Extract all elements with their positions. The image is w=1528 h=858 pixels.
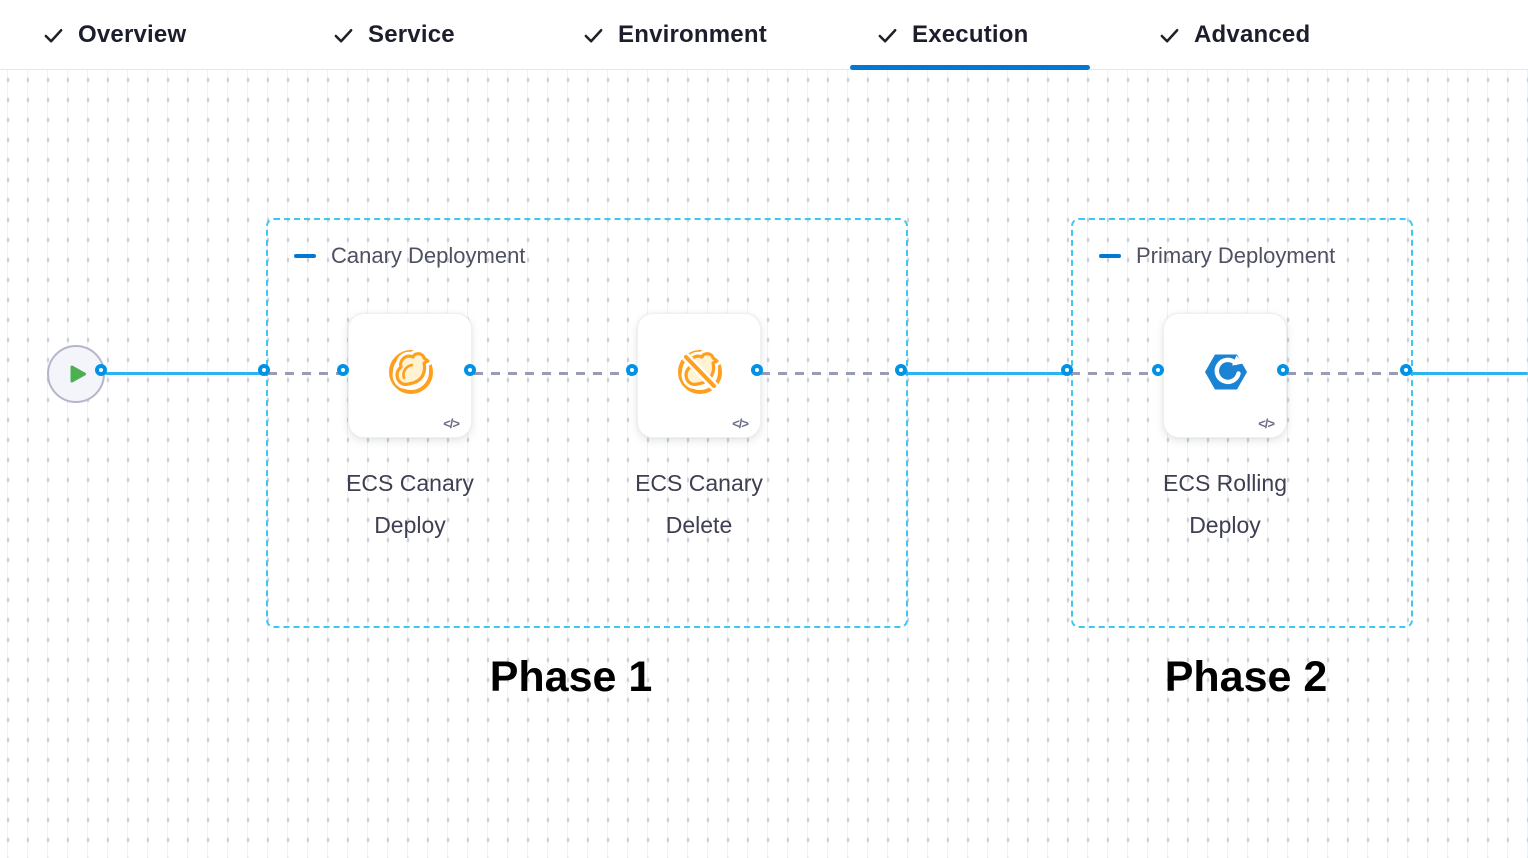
tab-execution-label: Execution bbox=[912, 21, 1029, 48]
tab-environment-label: Environment bbox=[618, 21, 767, 48]
tab-service-label: Service bbox=[368, 21, 455, 48]
check-icon bbox=[584, 28, 603, 42]
phase-1-label: Phase 1 bbox=[489, 653, 653, 701]
code-step-icon: </> bbox=[443, 416, 460, 431]
phase-2-label: Phase 2 bbox=[1164, 653, 1328, 701]
connector-start-to-stage1 bbox=[105, 372, 268, 375]
tab-service[interactable]: Service bbox=[332, 0, 455, 70]
tab-overview-label: Overview bbox=[78, 21, 187, 48]
connector-stage1-to-stage2 bbox=[905, 372, 1071, 375]
tab-execution[interactable]: Execution bbox=[876, 0, 1029, 70]
step-card-ecs-rolling-deploy[interactable]: </> bbox=[1163, 313, 1287, 438]
port-stage1-in[interactable] bbox=[258, 364, 270, 376]
port-step2-out[interactable] bbox=[751, 364, 763, 376]
ecs-canary-delete-icon bbox=[678, 349, 722, 394]
port-stage2-out[interactable] bbox=[1400, 364, 1412, 376]
port-step3-in[interactable] bbox=[1152, 364, 1164, 376]
port-step3-out[interactable] bbox=[1277, 364, 1289, 376]
stage-header: Canary Deployment bbox=[294, 242, 525, 270]
check-icon bbox=[1160, 28, 1179, 42]
step-label: ECS Canary Deploy bbox=[346, 470, 474, 538]
stage-name: Primary Deployment bbox=[1136, 243, 1336, 268]
dashed-connector bbox=[1287, 372, 1410, 375]
check-icon bbox=[334, 28, 353, 42]
step-card-ecs-canary-delete[interactable]: </> bbox=[637, 313, 761, 438]
dashed-connector bbox=[268, 372, 347, 375]
port-stage2-in[interactable] bbox=[1061, 364, 1073, 376]
port-start-out[interactable] bbox=[95, 364, 107, 376]
step-label: ECS Rolling Deploy bbox=[1163, 470, 1287, 538]
dashed-connector bbox=[1071, 372, 1162, 375]
stage-name: Canary Deployment bbox=[331, 243, 526, 268]
stage-header: Primary Deployment bbox=[1099, 242, 1335, 270]
dashed-connector bbox=[761, 372, 905, 375]
port-step1-out[interactable] bbox=[464, 364, 476, 376]
stage-group-primary-deployment[interactable]: Primary Deployment bbox=[1071, 218, 1413, 628]
ecs-rolling-deploy-icon bbox=[1205, 354, 1247, 390]
step-card-ecs-canary-deploy[interactable]: </> bbox=[348, 313, 472, 438]
tab-advanced[interactable]: Advanced bbox=[1158, 0, 1310, 70]
pipeline-canvas[interactable]: Canary Deployment Primary Deployment bbox=[0, 70, 1528, 858]
port-stage1-out[interactable] bbox=[895, 364, 907, 376]
dashed-connector bbox=[474, 372, 636, 375]
play-icon bbox=[70, 365, 86, 383]
collapse-minus-icon[interactable] bbox=[294, 254, 316, 258]
stage-group-canary-deployment[interactable]: Canary Deployment bbox=[266, 218, 908, 628]
ecs-canary-deploy-icon bbox=[389, 349, 433, 394]
check-icon bbox=[878, 28, 897, 42]
port-step2-in[interactable] bbox=[626, 364, 638, 376]
step-label: ECS Canary Delete bbox=[635, 470, 763, 538]
settings-tab-bar: Overview Service Environment Execution A… bbox=[0, 0, 1528, 70]
collapse-minus-icon[interactable] bbox=[1099, 254, 1121, 258]
active-tab-underline bbox=[850, 65, 1090, 70]
tab-environment[interactable]: Environment bbox=[582, 0, 767, 70]
check-icon bbox=[44, 28, 63, 42]
connector-stage2-to-edge bbox=[1410, 372, 1528, 375]
port-step1-in[interactable] bbox=[337, 364, 349, 376]
tab-advanced-label: Advanced bbox=[1194, 21, 1311, 48]
code-step-icon: </> bbox=[732, 416, 749, 431]
tab-overview[interactable]: Overview bbox=[42, 0, 186, 70]
code-step-icon: </> bbox=[1258, 416, 1275, 431]
